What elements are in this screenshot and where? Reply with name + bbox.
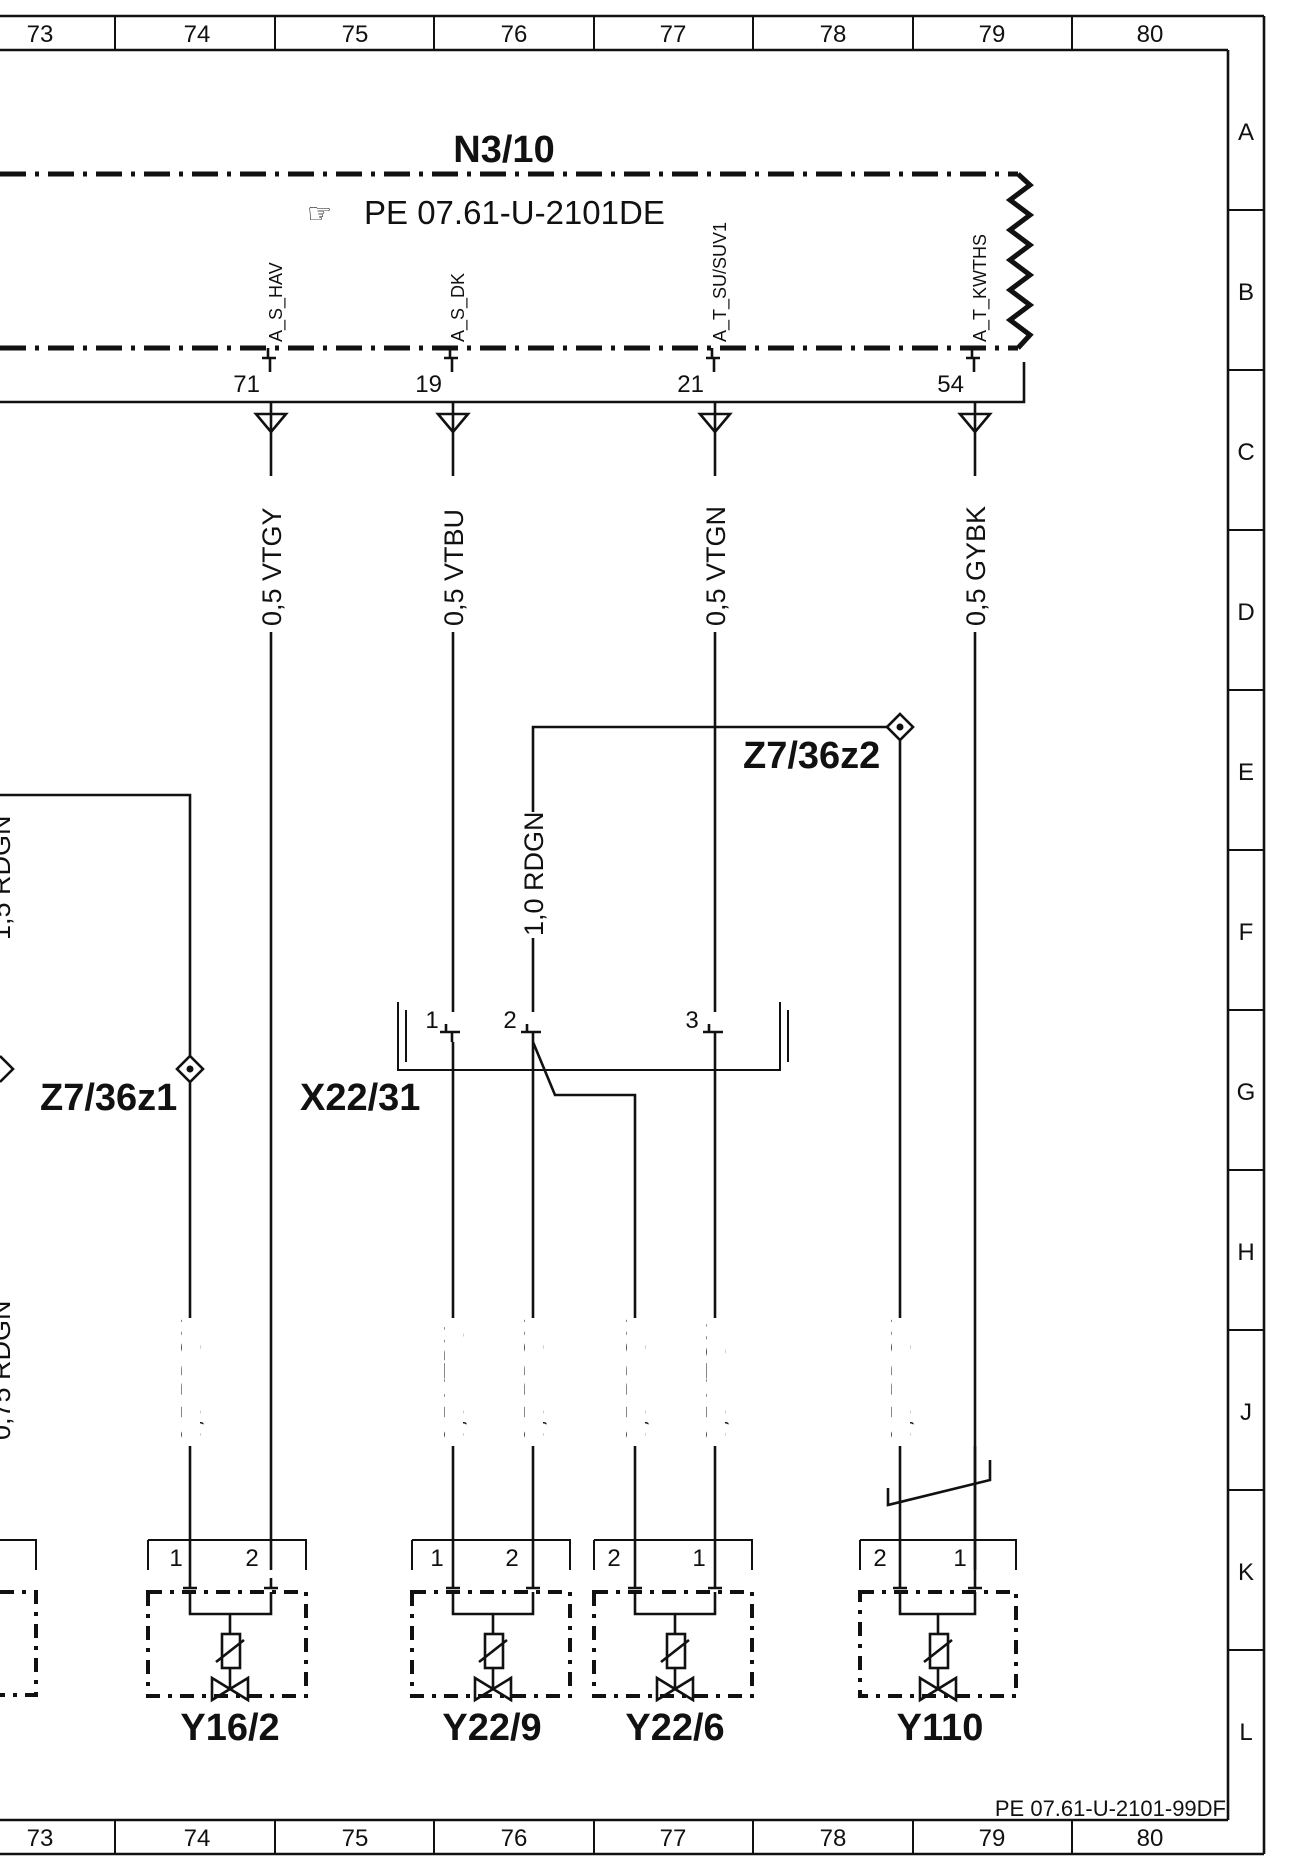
plug-symbols: [253, 402, 993, 435]
row-label: F: [1239, 919, 1254, 946]
col-label: 73: [27, 1825, 54, 1852]
ecu-wire-labels: 0,5 VTGY 0,5 VTBU 0,5 VTGN 0,5 GYBK: [257, 506, 991, 626]
wire-stubs-bottom: [188, 1446, 992, 1578]
reference-hand-icon: ☞: [307, 197, 332, 230]
component-label: Y110: [897, 1707, 984, 1749]
row-label: H: [1237, 1239, 1254, 1266]
component-pin: 2: [607, 1545, 620, 1572]
pin-number: 19: [415, 371, 442, 398]
component-pin: 1: [692, 1545, 705, 1572]
component-y16-2: 1 2 Y16/2: [146, 1539, 308, 1749]
row-label: D: [1237, 599, 1254, 626]
column-labels-bottom: 73 74 75 76 77 78 79 80: [27, 1825, 1164, 1852]
row-label: L: [1239, 1719, 1252, 1746]
pin-signal: A_T_KWTHS: [970, 234, 991, 342]
pin-number: 71: [233, 371, 260, 398]
control-unit-label: N3/10: [453, 129, 554, 171]
wire-label: 1,5 RDGN: [0, 815, 16, 940]
column-dividers: [114, 16, 1073, 1854]
wire-label: 0,75 RDGN: [0, 1300, 16, 1440]
wire-label: 1,0 RDGN: [519, 811, 549, 936]
connector-pin: 1: [425, 1007, 438, 1034]
component-label: Y16/2: [180, 1707, 279, 1749]
wire-label: 0,5 GYBK: [961, 506, 991, 626]
col-label: 77: [660, 21, 687, 48]
wire-label: 0,5 VTGY: [257, 507, 287, 626]
col-label: 78: [820, 21, 847, 48]
component-pin: 2: [873, 1545, 886, 1572]
col-label: 76: [501, 1825, 528, 1852]
col-label: 79: [979, 1825, 1006, 1852]
pin-signal: A_S_DK: [448, 273, 469, 342]
col-label: 80: [1137, 21, 1164, 48]
connector-wires: [451, 1041, 717, 1318]
column-labels-top: 73 74 75 76 77 78 79 80: [27, 21, 1164, 48]
component-pin: 1: [430, 1545, 443, 1572]
component-label: Y22/9: [442, 1707, 541, 1749]
connector-x22-31: 1 2 3 X22/31: [300, 1002, 789, 1119]
label-gaps: [182, 1318, 910, 1446]
row-label: K: [1238, 1559, 1254, 1586]
row-dividers: [1228, 209, 1264, 1651]
bottom-wire-labels: 0,5 RDGN 0,5 VTBU 0,5 RDGN 0,5 RDGN 0,5 …: [176, 1317, 916, 1442]
component-y110: 2 1 Y110: [858, 1539, 1018, 1749]
connector-pin: 3: [685, 1007, 698, 1034]
col-label: 74: [184, 1825, 211, 1852]
row-label: E: [1238, 759, 1254, 786]
splice-label: Z7/36z2: [743, 735, 880, 777]
col-label: 75: [342, 1825, 369, 1852]
component-y22-9: 1 2 Y22/9: [410, 1539, 572, 1749]
row-labels: A B C D E F G H J K L: [1237, 119, 1256, 1746]
row-label: C: [1237, 439, 1254, 466]
pin-signal: A_T_SU/SUV1: [710, 222, 731, 342]
col-label: 77: [660, 1825, 687, 1852]
splice-z7-36z2: Z7/36z2: [531, 712, 915, 1318]
component-pin: 2: [245, 1545, 258, 1572]
drawing-frame: [0, 14, 1266, 1856]
wire-label: 0,5 VTGN: [701, 506, 731, 626]
pin-signal: A_S_HAV: [266, 262, 287, 342]
component-pin: 1: [953, 1545, 966, 1572]
component-pin: 2: [505, 1545, 518, 1572]
connector-label: X22/31: [300, 1077, 420, 1119]
component-label: Y22/6: [625, 1707, 724, 1749]
component-partial-left: [0, 1539, 38, 1697]
col-label: 78: [820, 1825, 847, 1852]
row-label: J: [1240, 1399, 1252, 1426]
wire-label: 0,5 VTBU: [439, 509, 469, 626]
ecu-wires: [269, 432, 977, 1570]
col-label: 79: [979, 21, 1006, 48]
document-footer: PE 07.61-U-2101-99DF: [995, 1796, 1226, 1821]
pin-number: 21: [677, 371, 704, 398]
reference-label: PE 07.61-U-2101DE: [364, 194, 665, 231]
col-label: 80: [1137, 1825, 1164, 1852]
ecu-pins: 71 A_S_HAV 19 A_S_DK 21 A_T_SU/SUV1 54 A…: [233, 222, 991, 398]
component-pin: 1: [169, 1545, 182, 1572]
connector-pin: 2: [503, 1007, 516, 1034]
pin-number: 54: [937, 371, 964, 398]
row-label: G: [1237, 1079, 1256, 1106]
row-label: B: [1238, 279, 1254, 306]
control-unit-n3-10: N3/10 ☞ PE 07.61-U-2101DE: [0, 129, 1035, 351]
row-label: A: [1238, 119, 1254, 146]
col-label: 73: [27, 21, 54, 48]
col-label: 74: [184, 21, 211, 48]
col-label: 76: [501, 21, 528, 48]
col-label: 75: [342, 21, 369, 48]
shield-wire: [0, 362, 1026, 404]
splice-label: Z7/36z1: [40, 1077, 177, 1119]
splice-z7-36z1: Z7/36z1: [0, 793, 205, 1318]
component-y22-6: 2 1 Y22/6: [592, 1539, 754, 1749]
